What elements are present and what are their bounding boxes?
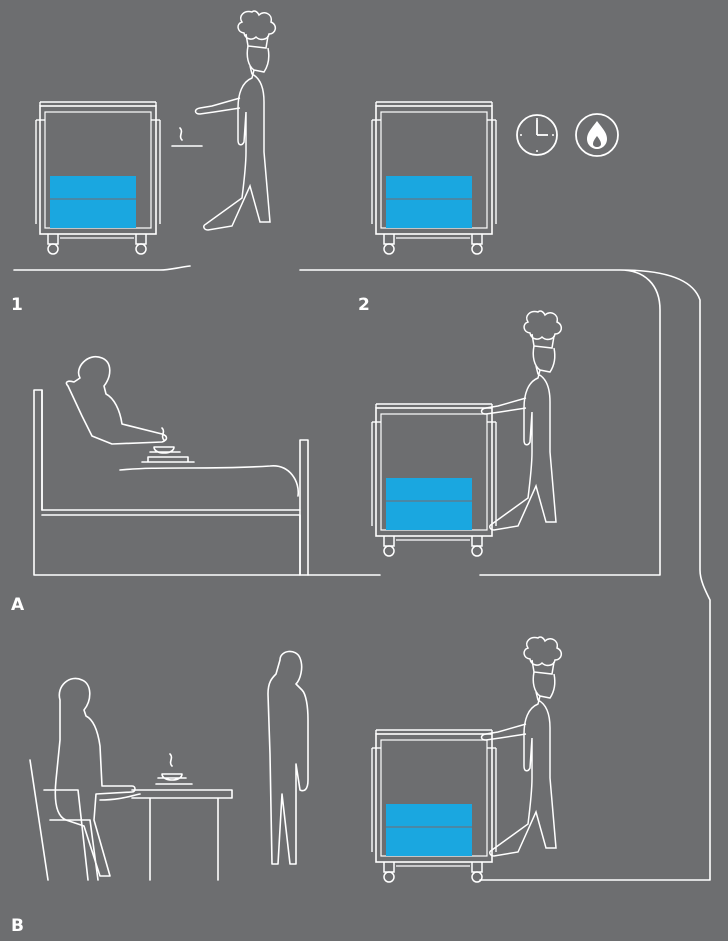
step-label-a: A — [11, 597, 24, 614]
step-label-1: 1 — [11, 297, 23, 314]
cup-on-tray-a — [142, 428, 194, 462]
step-label-2: 2 — [358, 297, 370, 314]
chef-figure-1 — [196, 11, 276, 230]
meal-cart-2 — [372, 102, 496, 254]
diner-at-table — [30, 678, 232, 880]
chef-figure-a — [482, 311, 562, 530]
chef-figure-b — [482, 637, 562, 856]
step-label-b: B — [11, 918, 24, 935]
meal-cart-a — [372, 404, 496, 556]
patient-in-bed — [34, 357, 380, 575]
cup-on-table-b — [156, 754, 192, 784]
meal-cart-1 — [36, 102, 160, 254]
flame-icon — [576, 114, 618, 156]
track-line — [14, 266, 710, 880]
meal-cart-b — [372, 730, 496, 882]
standing-person — [268, 651, 308, 864]
tray-with-steam — [172, 128, 202, 146]
clock-icon — [517, 115, 557, 155]
